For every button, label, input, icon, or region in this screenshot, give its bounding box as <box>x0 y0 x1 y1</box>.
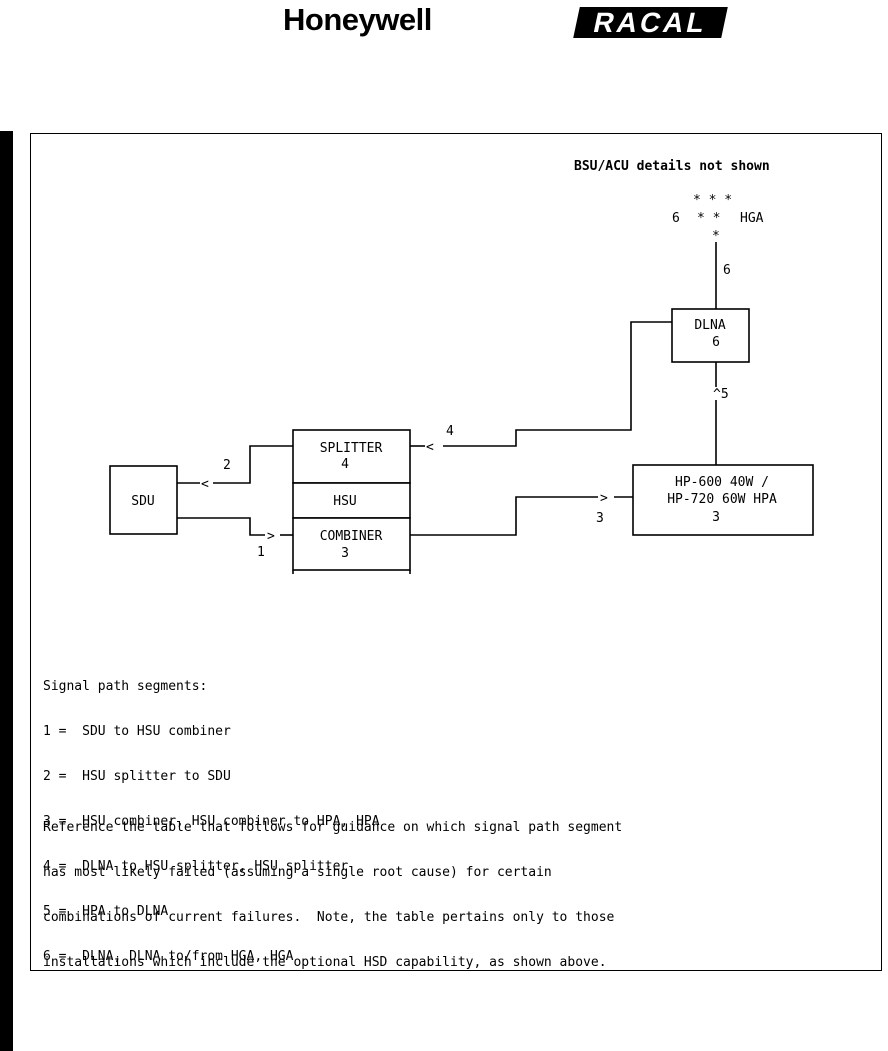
page-edge-bar <box>0 131 13 1051</box>
reference-paragraph: Reference the table that follows for gui… <box>43 790 622 1000</box>
legend-item: 5 = HPA to DLNA <box>43 904 169 919</box>
dlna-label: DLNA <box>694 318 725 333</box>
legend-item: 1 = SDU to HSU combiner <box>43 724 231 739</box>
seg4-label: 4 <box>446 424 454 439</box>
line-dlna-splitter <box>443 321 672 447</box>
legend-title: Signal path segments: <box>43 679 208 694</box>
arrow-seg2: < <box>201 477 209 492</box>
note-bsu-acu: BSU/ACU details not shown <box>574 159 770 174</box>
hpa-number: 3 <box>712 510 720 525</box>
arrow-seg3: > <box>600 491 608 506</box>
sdu-box <box>109 465 178 535</box>
dlna-number: 6 <box>712 335 720 350</box>
legend-item: 6 = DLNA, DLNA to/from HGA, HGA <box>43 949 294 964</box>
hpa-label-line2: HP-720 60W HPA <box>667 492 777 507</box>
combiner-label: COMBINER <box>320 529 383 544</box>
paragraph-line: installations which include the optional… <box>43 955 607 970</box>
hsu-label: HSU <box>333 494 356 509</box>
hga-label: HGA <box>740 211 764 226</box>
hsu-box <box>292 482 411 519</box>
line-combiner-hpa <box>410 496 598 536</box>
paragraph-line: combinations of current failures. Note, … <box>43 910 615 925</box>
antenna-stars-top: * * * <box>693 193 732 208</box>
hpa-box <box>632 464 814 536</box>
dlna-box <box>671 308 750 363</box>
racal-logo: RACAL <box>573 6 728 38</box>
legend-item: 3 = HSU combiner, HSU combiner to HPA, H… <box>43 814 380 829</box>
line-splitter-sdu <box>213 445 293 484</box>
svg-text:RACAL: RACAL <box>591 6 711 38</box>
seg1-label: 1 <box>257 545 265 560</box>
arrow-seg4: < <box>426 440 434 455</box>
hpa-label-line1: HP-600 40W / <box>675 475 769 490</box>
splitter-box <box>292 429 411 484</box>
paragraph-line: has most likely failed (assuming a singl… <box>43 865 552 880</box>
seg3-label: 3 <box>596 511 604 526</box>
legend: Signal path segments: 1 = SDU to HSU com… <box>43 649 380 994</box>
seg6-label: 6 <box>723 263 731 278</box>
legend-item: 4 = DLNA to HSU splitter, HSU splitter <box>43 859 349 874</box>
antenna-stars-bottom: * <box>712 229 720 244</box>
sdu-label: SDU <box>131 494 154 509</box>
arrow-seg1: > <box>267 529 275 544</box>
legend-item: 2 = HSU splitter to SDU <box>43 769 231 784</box>
antenna-stars-mid: * * <box>697 211 720 226</box>
line-sdu-combiner <box>177 517 265 536</box>
splitter-label: SPLITTER <box>320 441 383 456</box>
paragraph-line: Reference the table that follows for gui… <box>43 820 623 835</box>
honeywell-logo: Honeywell <box>283 2 432 37</box>
combiner-number: 3 <box>341 546 349 561</box>
combiner-box <box>292 517 411 571</box>
figure-frame <box>30 133 882 971</box>
seg2-label: 2 <box>223 458 231 473</box>
antenna-seg-label: 6 <box>672 211 680 226</box>
seg5-label: ^5 <box>713 387 729 402</box>
splitter-number: 4 <box>341 457 349 472</box>
